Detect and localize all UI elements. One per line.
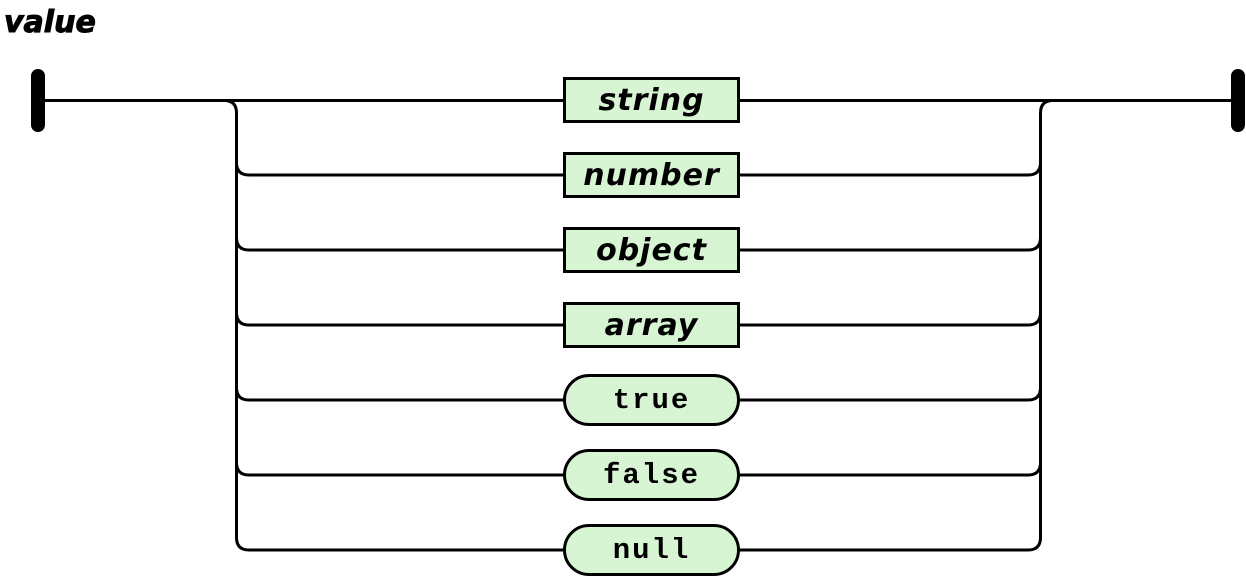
node-true: true — [563, 374, 740, 426]
node-object: object — [563, 227, 740, 273]
node-false: false — [563, 449, 740, 501]
node-null: null — [563, 524, 740, 576]
diagram-end-terminal — [1231, 69, 1245, 132]
rail-right-join — [1039, 99, 1054, 538]
node-string: string — [563, 77, 740, 123]
node-number: number — [563, 152, 740, 198]
diagram-start-terminal — [31, 69, 45, 132]
rail-left-split — [223, 99, 238, 538]
rule-title: value — [4, 5, 97, 41]
node-array: array — [563, 302, 740, 348]
